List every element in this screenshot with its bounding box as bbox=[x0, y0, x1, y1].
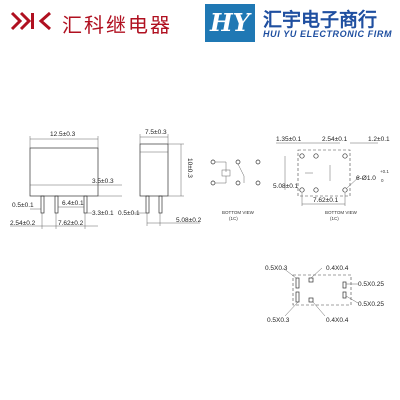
front-pitch-left-dim: 2.54±0.2 bbox=[10, 220, 36, 227]
hy-badge-logo: HY bbox=[203, 2, 257, 44]
left-brand-name: 汇科继电器 bbox=[62, 13, 172, 37]
side-pin-left bbox=[145, 195, 150, 214]
schematic-sub: (1C) bbox=[229, 216, 238, 221]
side-view: 7.5±0.3 10±0.3 0.5±0.1 5.08±0.2 bbox=[118, 129, 202, 226]
pcb-layout-bottom-view: 1.35±0.1 2.54±0.1 1.2±0.1 5.08±0.1 6-Ø1.… bbox=[273, 136, 390, 221]
front-pin-width-dim: 0.5±0.1 bbox=[12, 202, 34, 209]
pcb-sub: (1C) bbox=[330, 216, 339, 221]
pcb-outline bbox=[297, 149, 351, 197]
front-pin-right bbox=[83, 195, 88, 214]
front-pin-offset-dim: 6.4±0.1 bbox=[62, 200, 84, 207]
front-body-outline bbox=[29, 147, 99, 197]
right-brand-header: HY 汇宇电子商行 HUI YU ELECTRONIC FIRM bbox=[203, 2, 395, 44]
side-pin-right bbox=[158, 195, 163, 214]
schematic-caption: BOTTOM VIEW bbox=[222, 210, 255, 215]
pcb-dim-hole: 6-Ø1.0 bbox=[356, 175, 376, 182]
pin-detail-right-upper: 0.5X0.25 bbox=[358, 281, 384, 288]
pin-detail-bottom-left: 0.5X0.3 bbox=[267, 317, 290, 324]
pcb-dim-top-mid: 2.54±0.1 bbox=[322, 136, 348, 143]
pcb-dim-bottom: 7.62±0.1 bbox=[313, 197, 339, 204]
pin-detail-outline bbox=[292, 274, 352, 306]
right-brand-subtitle: HUI YU ELECTRONIC FIRM bbox=[263, 29, 393, 39]
pin-detail-bottom-mid: 0.4X0.4 bbox=[326, 317, 349, 324]
front-pin-left bbox=[40, 195, 45, 214]
pcb-dim-top-right: 1.2±0.1 bbox=[368, 136, 390, 143]
side-height-dim: 10±0.3 bbox=[186, 158, 193, 178]
pcb-hole-tol-plus: +0.1 bbox=[380, 169, 389, 174]
side-body-outline bbox=[139, 143, 169, 197]
front-width-dim: 12.5±0.3 bbox=[50, 131, 76, 138]
front-pin-length-dim: 3.3±0.1 bbox=[92, 210, 114, 217]
front-pin-mid bbox=[54, 195, 59, 214]
front-view: 12.5±0.3 3.5±0.3 6.4±0.1 0.5±0.1 3.3±0.1… bbox=[10, 131, 122, 229]
side-pin-width-dim: 0.5±0.1 bbox=[118, 210, 140, 217]
right-brand-name: 汇宇电子商行 bbox=[263, 9, 378, 31]
front-height-upper-dim: 3.5±0.3 bbox=[92, 178, 114, 185]
pin-detail-view: 0.5X0.3 0.4X0.4 0.5X0.25 0.5X0.25 0.5X0.… bbox=[265, 265, 384, 324]
pcb-caption: BOTTOM VIEW bbox=[325, 210, 358, 215]
left-brand-header: 汇科继电器 bbox=[2, 0, 187, 44]
side-width-dim: 7.5±0.3 bbox=[145, 129, 167, 136]
side-pin-pitch-dim: 5.08±0.2 bbox=[176, 217, 202, 224]
svg-text:HY: HY bbox=[209, 8, 253, 37]
pin-detail-right-lower: 0.5X0.25 bbox=[358, 301, 384, 308]
pin-detail-top-left: 0.5X0.3 bbox=[265, 265, 288, 272]
pcb-hole-tol-zero: 0 bbox=[381, 178, 384, 183]
front-pitch-right-dim: 7.62±0.2 bbox=[58, 220, 84, 227]
pcb-dim-top-left: 1.35±0.1 bbox=[276, 136, 302, 143]
hk-logo-icon bbox=[10, 11, 51, 31]
pin-detail-top-mid: 0.4X0.4 bbox=[326, 265, 349, 272]
schematic-bottom-view: BOTTOM VIEW (1C) bbox=[210, 159, 261, 221]
pcb-dim-left: 5.08±0.1 bbox=[273, 183, 299, 190]
hy-letters-icon: HY bbox=[209, 8, 253, 37]
